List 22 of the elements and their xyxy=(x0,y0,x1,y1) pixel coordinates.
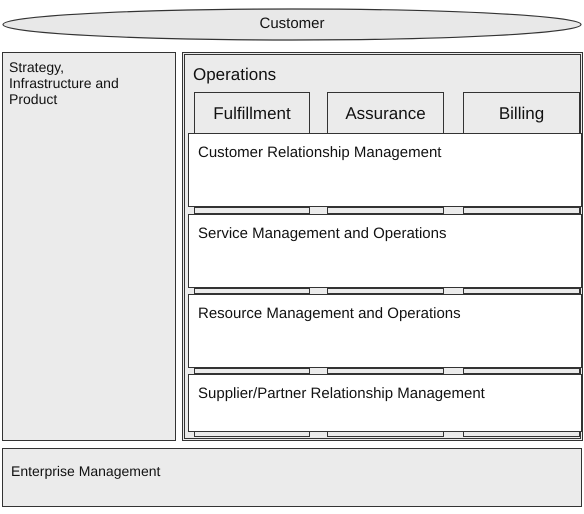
ellipse-band xyxy=(2,8,582,41)
process-row-box xyxy=(188,214,582,288)
node-label: Service Management and Operations xyxy=(198,225,448,242)
panel-title: Operations xyxy=(193,65,278,85)
column-header-box xyxy=(463,92,580,134)
node-label: Enterprise Management xyxy=(11,463,162,480)
process-row-box xyxy=(188,374,582,432)
node-label: Fulfillment xyxy=(212,104,292,124)
node-label: Strategy, Infrastructure and Product xyxy=(9,59,120,108)
node-label: Assurance xyxy=(344,104,427,124)
column-header-box xyxy=(194,92,310,134)
operations-panel xyxy=(182,52,583,441)
node-label: Customer Relationship Management xyxy=(198,144,442,162)
node-label: Supplier/Partner Relationship Management xyxy=(198,385,486,402)
node-label: Billing xyxy=(498,104,546,124)
process-row-box xyxy=(188,294,582,368)
enterprise-band xyxy=(2,448,582,507)
process-row-box xyxy=(188,133,582,207)
node-label: Customer xyxy=(258,14,326,32)
node-label: Resource Management and Operations xyxy=(198,305,462,322)
panel-box xyxy=(2,52,176,441)
column-header-box xyxy=(327,92,444,134)
